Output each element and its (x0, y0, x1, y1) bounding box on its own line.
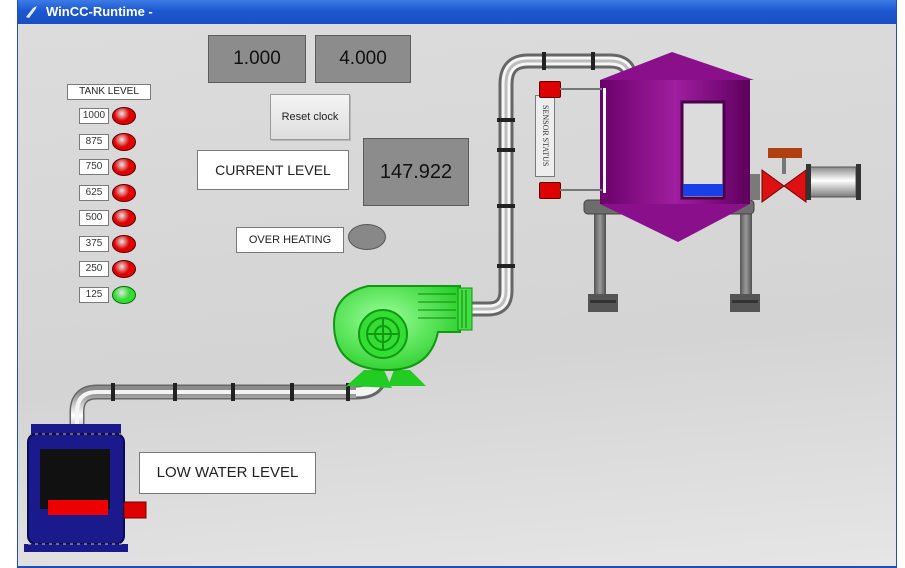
motor (24, 424, 147, 552)
tank-level-value: 625 (79, 184, 109, 201)
tank-level-lamp (112, 158, 136, 176)
winc-runtime-window: WinCC-Runtime - (17, 0, 897, 568)
tank-level-value: 250 (79, 261, 109, 277)
tank-level-value: 500 (79, 210, 109, 226)
pipe-network (68, 52, 638, 444)
sensor-status-label: SENSOR STATUS (535, 95, 555, 177)
window-title: WinCC-Runtime - (46, 4, 153, 19)
tank-level-row: 375 (79, 234, 149, 254)
tank-level-row: 500 (79, 209, 149, 228)
tank-level-label: TANK LEVEL (67, 84, 151, 100)
over-heating-lamp (348, 224, 386, 250)
tank-level-row: 875 (79, 132, 149, 152)
hmi-canvas: 1.000 4.000 Reset clock CURRENT LEVEL 14… (18, 24, 896, 566)
tank-level-lamp (112, 285, 136, 304)
sensor-line-top (560, 88, 602, 90)
tank-level-row: 625 (79, 183, 149, 203)
tank-level-row: 1000 (79, 107, 149, 126)
current-level-label: CURRENT LEVEL (197, 150, 349, 190)
current-level-display: 147.922 (363, 138, 469, 206)
tank-level-row: 125 (79, 285, 149, 305)
tank-level-lamp (112, 183, 136, 202)
value-display-2: 4.000 (315, 35, 411, 83)
tank (583, 52, 861, 312)
tank-level-lamp (112, 107, 136, 125)
tank-level-lamp (112, 260, 136, 278)
wincc-logo-icon (26, 6, 37, 18)
sensor-line-bottom (560, 189, 602, 191)
tank-level-row: 750 (79, 158, 149, 177)
tank-level-row: 250 (79, 260, 149, 279)
tank-level-lamp (112, 209, 136, 227)
over-heating-label: OVER HEATING (236, 227, 344, 253)
sensor-bottom (539, 182, 561, 199)
tank-level-value: 1000 (79, 108, 109, 124)
tank-level-lamp (112, 132, 136, 151)
process-graphics (24, 52, 861, 552)
low-water-level-label: LOW WATER LEVEL (139, 452, 316, 494)
tank-level-value: 375 (79, 235, 109, 252)
title-bar[interactable]: WinCC-Runtime - (18, 0, 896, 24)
sensor-top (539, 81, 561, 98)
pump (332, 285, 473, 388)
tank-level-value: 875 (79, 133, 109, 150)
value-display-1: 1.000 (208, 35, 306, 83)
tank-level-lamp (112, 234, 136, 253)
reset-clock-button[interactable]: Reset clock (270, 94, 350, 140)
tank-level-value: 125 (79, 286, 109, 303)
tank-level-value: 750 (79, 159, 109, 175)
